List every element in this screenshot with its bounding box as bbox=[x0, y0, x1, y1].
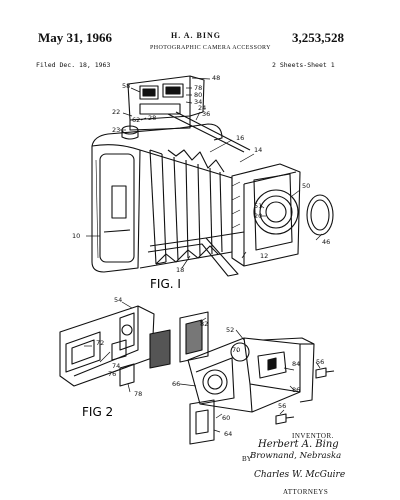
inventor-signature: Herbert A. Bing bbox=[258, 439, 339, 450]
fig2-ref-86: 86 bbox=[292, 386, 300, 394]
fig1-ref-16: 16 bbox=[236, 134, 244, 142]
fig1-ref-34: 34 bbox=[194, 98, 202, 106]
fig1-ref-14: 14 bbox=[254, 146, 262, 154]
patent-number: 3,253,528 bbox=[292, 30, 344, 45]
lens-board bbox=[231, 163, 301, 267]
attorney-signature-2: Charles W. McGuire bbox=[254, 470, 346, 480]
fig2-ref-60: 60 bbox=[222, 414, 230, 422]
fig1-ref-80: 80 bbox=[194, 91, 202, 99]
fig2-ref-70: 70 bbox=[232, 346, 240, 354]
lower-bracket bbox=[189, 399, 215, 445]
lens-cap bbox=[306, 194, 334, 236]
fig2-ref-56: 56 bbox=[316, 358, 324, 366]
bellows bbox=[139, 149, 233, 269]
part-78 bbox=[119, 363, 135, 387]
fig2-exploded bbox=[59, 305, 335, 445]
fig1-ref-78: 78 bbox=[194, 84, 202, 92]
housing-lens-port bbox=[202, 369, 228, 395]
fig1-ref-51: 51 bbox=[254, 202, 262, 210]
fig2-ref-78: 78 bbox=[134, 390, 142, 398]
fig2-ref-76: 76 bbox=[108, 370, 116, 378]
screw-upper bbox=[315, 367, 335, 379]
fig1-ref-46: 46 bbox=[322, 238, 330, 246]
fig1-camera bbox=[91, 75, 334, 277]
leader-lines bbox=[84, 77, 323, 433]
by-label: BY bbox=[242, 455, 252, 463]
lens bbox=[253, 189, 299, 235]
inventor-caption: INVENTOR. bbox=[292, 432, 334, 440]
fig1-ref-24: 24 bbox=[198, 104, 206, 112]
fig1-ref-20: 20 bbox=[254, 212, 262, 220]
filed-date: Filed Dec. 18, 1963 bbox=[36, 61, 111, 69]
fig1-label: FIG. I bbox=[150, 277, 181, 291]
screw-lower bbox=[275, 413, 295, 425]
fig2-ref-56: 56 bbox=[278, 402, 286, 410]
inventor-name: H. A. BING bbox=[171, 31, 222, 40]
fig2-ref-64: 64 bbox=[224, 430, 232, 438]
fig1-ref-23: 23 bbox=[112, 126, 120, 134]
fig2-ref-82: 82 bbox=[200, 320, 208, 328]
attorneys-caption: ATTORNEYS bbox=[283, 488, 329, 496]
frame-82 bbox=[179, 311, 209, 363]
fig1-ref-62: 62 bbox=[132, 116, 140, 124]
fig1-ref-18: 18 bbox=[176, 266, 184, 274]
fig2-ref-54: 54 bbox=[114, 296, 122, 304]
fig2-ref-74: 74 bbox=[112, 362, 120, 370]
fig1-ref-12: 12 bbox=[260, 252, 268, 260]
fig2-ref-66: 66 bbox=[172, 380, 180, 388]
sheet-info: 2 Sheets-Sheet 1 bbox=[272, 61, 335, 69]
fig2-ref-84: 84 bbox=[292, 360, 300, 368]
fig1-ref-22: 22 bbox=[112, 108, 120, 116]
fig1-ref-28: 28 bbox=[148, 114, 156, 122]
camera-body bbox=[91, 123, 223, 147]
fig1-ref-48: 48 bbox=[212, 74, 220, 82]
fig1-ref-36: 36 bbox=[202, 110, 210, 118]
fig2-label: FIG 2 bbox=[82, 405, 113, 419]
viewfinder-accessory bbox=[127, 75, 205, 121]
fig1-ref-58: 58 bbox=[122, 82, 130, 90]
fig2-ref-52: 52 bbox=[226, 326, 234, 334]
patent-date: May 31, 1966 bbox=[38, 30, 113, 45]
struts bbox=[167, 111, 251, 153]
accessory-back-plate bbox=[59, 305, 155, 387]
filter-piece bbox=[149, 329, 171, 369]
fig2-ref-72: 72 bbox=[96, 339, 104, 347]
patent-title: PHOTOGRAPHIC CAMERA ACCESSORY bbox=[150, 45, 271, 51]
fig1-ref-10: 10 bbox=[72, 232, 80, 240]
attorney-signature-1: Brownand, Nebraska bbox=[250, 451, 342, 461]
fig1-ref-50: 50 bbox=[302, 182, 310, 190]
